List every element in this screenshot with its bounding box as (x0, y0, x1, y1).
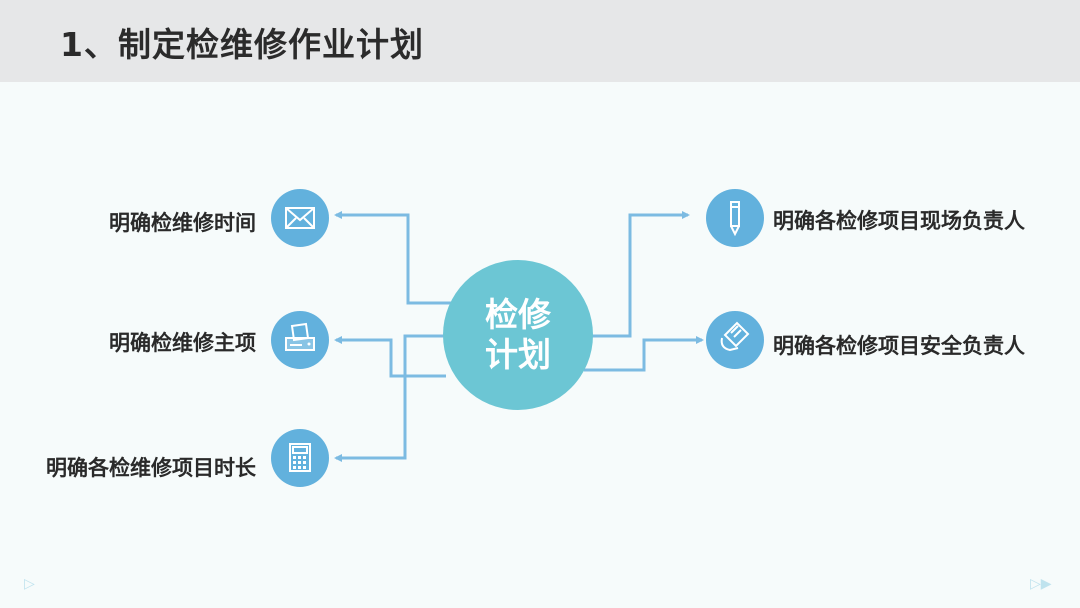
center-label-line1: 检修 (485, 295, 551, 334)
envelope-icon (285, 207, 315, 229)
label-main-items: 明确检维修主项 (109, 331, 256, 355)
pencil-icon (730, 201, 740, 237)
center-label: 检修 计划 (443, 260, 593, 410)
node-time (271, 189, 329, 247)
connector-to-site-lead (592, 211, 690, 338)
printer-icon (285, 322, 315, 351)
node-duration (271, 429, 329, 487)
connector-to-time (334, 211, 452, 305)
calculator-keys (293, 456, 306, 469)
next-slide-icon: ▷▶ (1030, 576, 1052, 592)
connector-to-safety-lead (584, 336, 704, 372)
calculator-icon (289, 443, 311, 472)
node-circle (706, 189, 764, 247)
node-site-lead (706, 189, 764, 247)
connector-lines (334, 211, 704, 462)
label-duration: 明确各检维修项目时长 (46, 456, 256, 480)
prev-slide-icon: ▷ (24, 576, 35, 592)
document-icon (720, 321, 750, 352)
node-circle (271, 189, 329, 247)
page-title: 1、制定检维修作业计划 (60, 25, 424, 64)
center-label-line2: 计划 (485, 335, 551, 374)
connector-to-duration (334, 334, 445, 462)
node-circle (706, 311, 764, 369)
node-safety-lead (706, 311, 764, 369)
label-time: 明确检维修时间 (109, 211, 256, 235)
header-bar: 1、制定检维修作业计划 (0, 0, 1080, 82)
label-safety-lead: 明确各检修项目安全负责人 (773, 334, 1025, 358)
node-main-items (271, 311, 329, 369)
connector-to-main-items (334, 336, 446, 378)
label-site-lead: 明确各检修项目现场负责人 (773, 209, 1025, 233)
center-circle (443, 260, 593, 410)
